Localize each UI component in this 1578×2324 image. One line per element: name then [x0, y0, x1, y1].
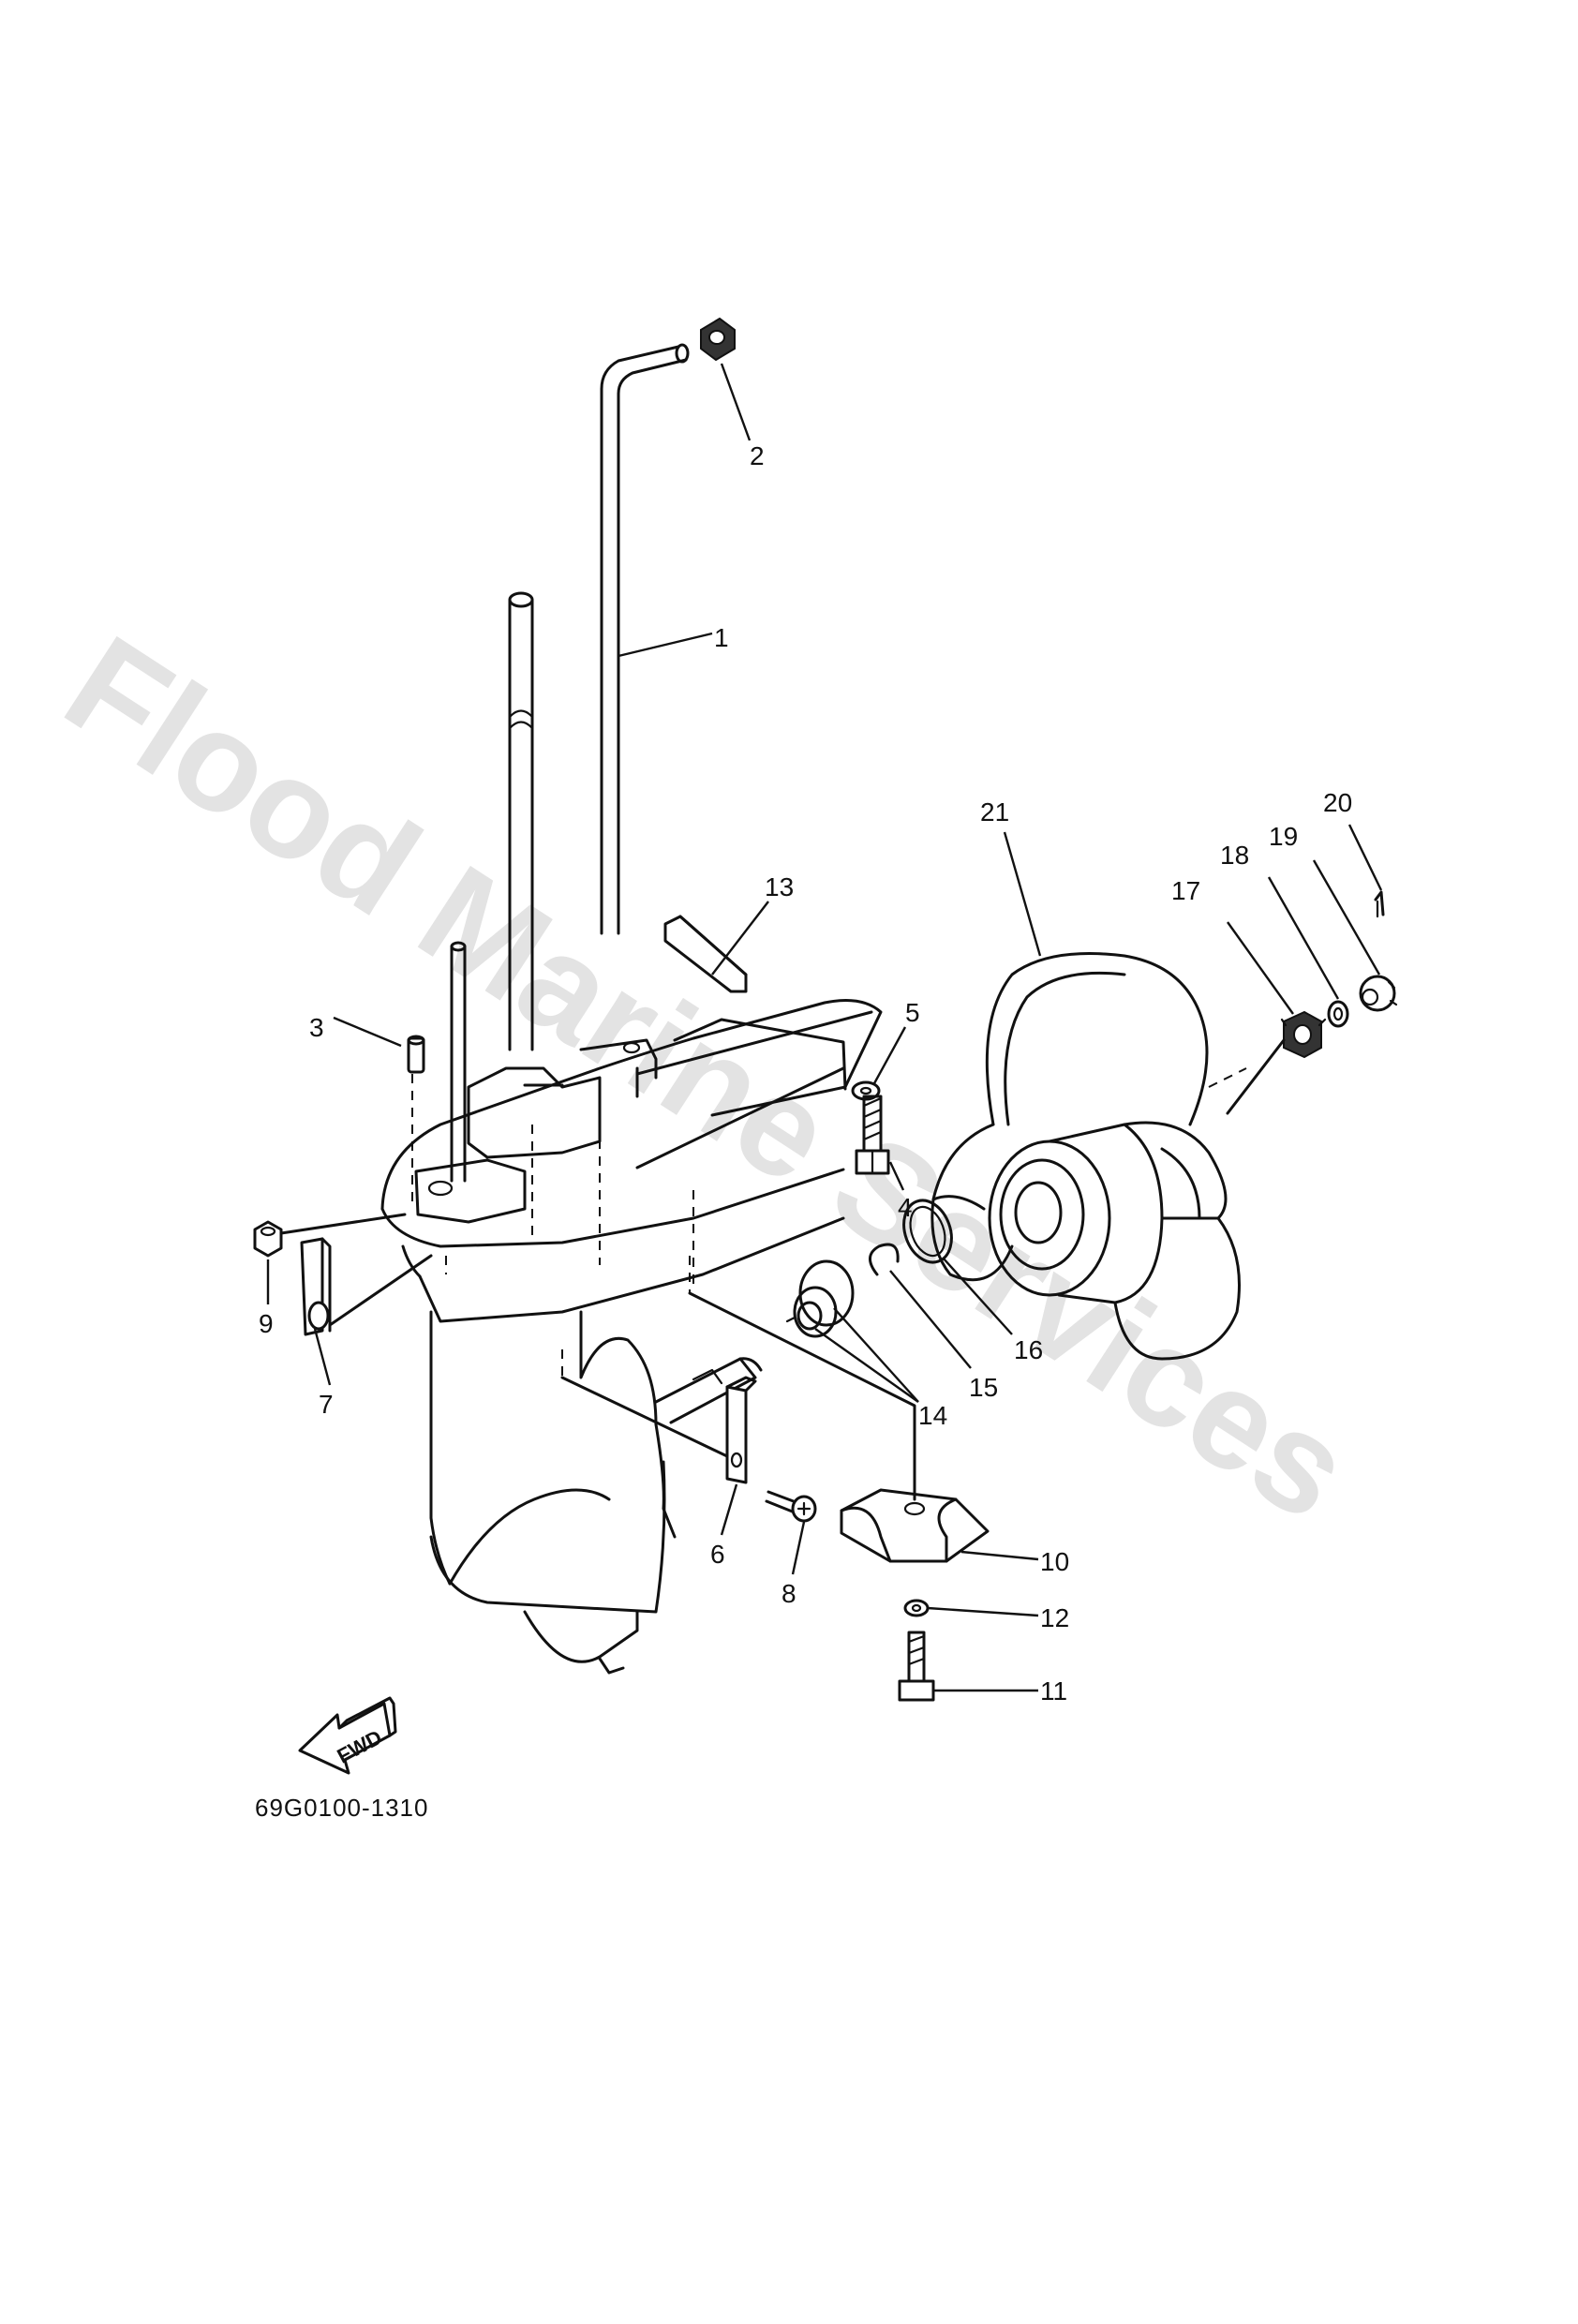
- assembly-lines: [279, 1010, 1286, 1501]
- part-7-bracket: [300, 1237, 332, 1336]
- part-14-spacer: [785, 1259, 855, 1338]
- part-10-anode: [840, 1488, 990, 1563]
- part-5-washer: [851, 1080, 881, 1101]
- diagram-code: 69G0100-1310: [255, 1794, 428, 1822]
- callout-20: 20: [1323, 788, 1352, 817]
- part-8-screw: [765, 1490, 817, 1523]
- callout-15: 15: [969, 1373, 998, 1402]
- part-3-dowel-pin: [407, 1035, 425, 1074]
- callout-numbers: 1 2 3 4 5 6 7 8 9 10 11 12 13 14 15 16 1…: [259, 441, 1352, 1706]
- callout-17: 17: [1171, 876, 1200, 905]
- part-18-washer: [1327, 1000, 1349, 1028]
- callout-14: 14: [918, 1401, 947, 1430]
- callout-10: 10: [1040, 1547, 1069, 1576]
- water-tube: [450, 941, 467, 1183]
- callout-5: 5: [905, 998, 920, 1027]
- fwd-arrow-icon: FWD: [298, 1696, 397, 1775]
- part-15-circlip: [869, 1243, 900, 1276]
- callout-4: 4: [898, 1193, 913, 1222]
- callout-19: 19: [1269, 822, 1298, 851]
- part-4-bolt: [855, 1095, 890, 1175]
- callout-16: 16: [1014, 1335, 1043, 1364]
- part-19-nut: [1359, 975, 1398, 1012]
- part-1-shift-rod: [600, 343, 690, 935]
- part-11-bolt: [898, 1631, 935, 1702]
- callout-13: 13: [765, 872, 794, 901]
- callout-11: 11: [1040, 1676, 1067, 1706]
- callout-2: 2: [750, 441, 765, 470]
- drive-shaft: [508, 591, 534, 1051]
- callout-3: 3: [309, 1013, 324, 1042]
- part-20-cotter-pin: [1374, 890, 1385, 918]
- leader-lines: [266, 363, 1383, 1692]
- part-6-plate: [725, 1376, 757, 1484]
- callout-6: 6: [710, 1540, 725, 1569]
- part-13-seal: [663, 915, 748, 993]
- callout-21: 21: [980, 797, 1009, 827]
- part-17-spacer: [1280, 1010, 1327, 1059]
- callout-8: 8: [782, 1579, 796, 1608]
- part-2-grommet: [700, 317, 736, 362]
- part-16-o-ring: [902, 1199, 953, 1264]
- part-9-nut: [253, 1220, 283, 1258]
- callout-9: 9: [259, 1309, 274, 1338]
- callout-7: 7: [319, 1390, 334, 1419]
- watermark: Flood Marine Services: [40, 605, 1377, 1550]
- part-21-propeller: [930, 952, 1241, 1361]
- callout-18: 18: [1220, 841, 1249, 870]
- callout-1: 1: [714, 623, 729, 652]
- part-12-washer: [903, 1599, 930, 1617]
- callout-12: 12: [1040, 1603, 1069, 1632]
